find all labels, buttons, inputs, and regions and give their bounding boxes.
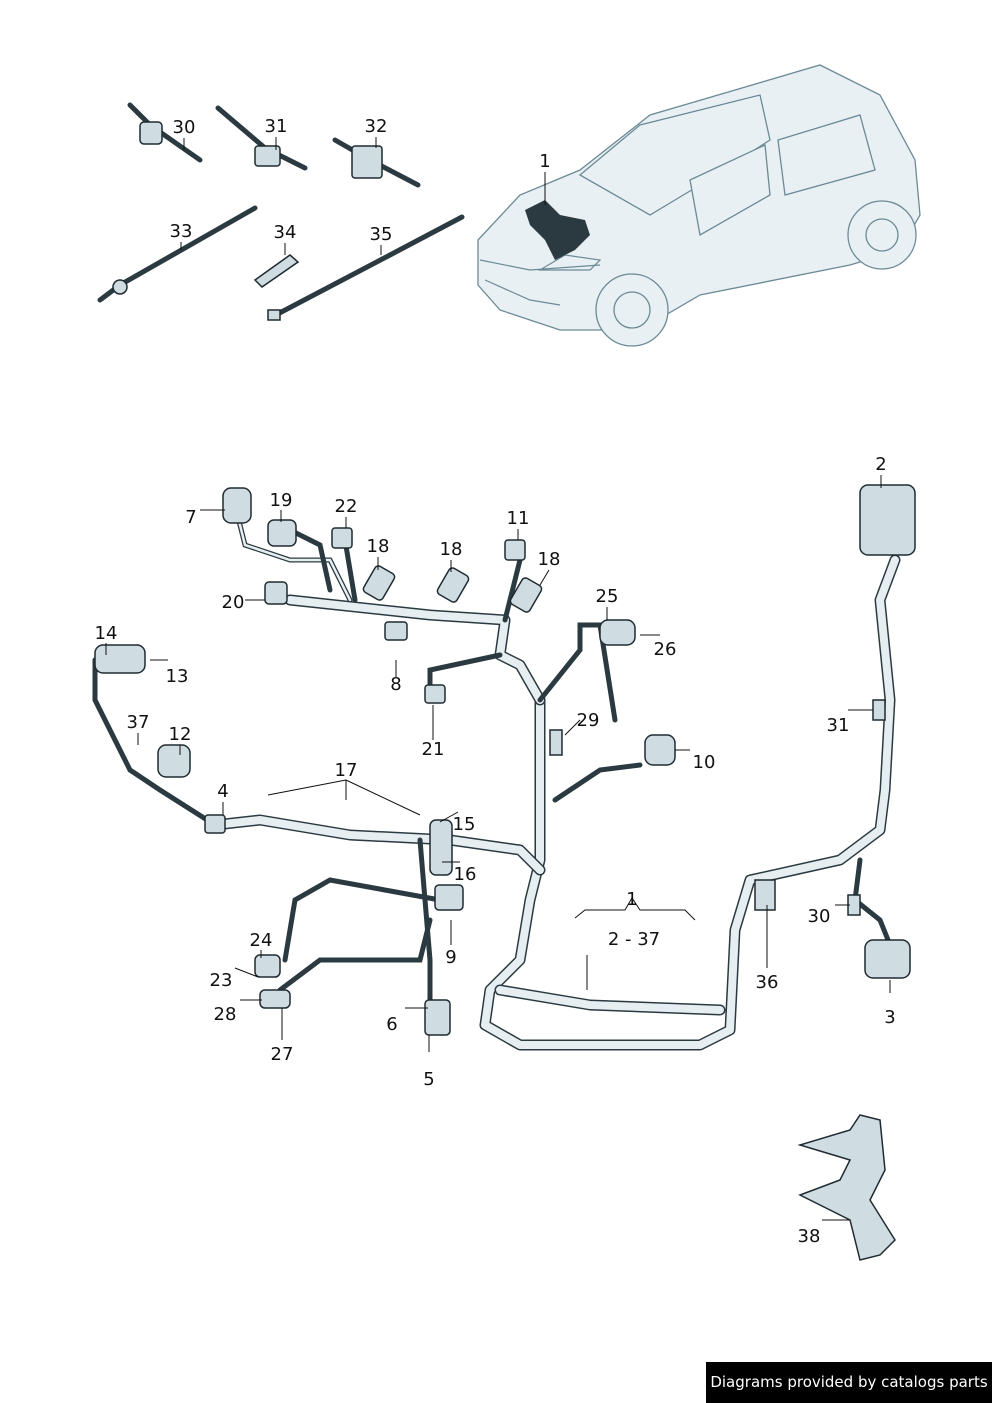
callout-10: 10 (693, 752, 716, 773)
callout-18: 18 (538, 549, 561, 570)
callout-21: 21 (422, 739, 445, 760)
callout-15: 15 (453, 814, 476, 835)
callout-3: 3 (884, 1007, 895, 1028)
callout-33: 33 (170, 221, 193, 242)
attribution-footer: Diagrams provided by catalogs parts (706, 1362, 992, 1403)
callout-labels: 30 31 32 1 33 34 35 2 7 19 22 18 18 11 1… (95, 116, 896, 1247)
callout-30: 30 (173, 117, 196, 138)
bracket-38 (797, 1114, 896, 1261)
callout-8: 8 (390, 674, 401, 695)
callout-14: 14 (95, 623, 118, 644)
callout-9: 9 (445, 947, 456, 968)
callout-20: 20 (222, 592, 245, 613)
callout-26: 26 (654, 639, 677, 660)
callout-5: 5 (423, 1069, 434, 1090)
callout-27: 27 (271, 1044, 294, 1065)
callout-29: 29 (577, 710, 600, 731)
callout-16: 16 (454, 864, 477, 885)
callout-12: 12 (169, 724, 192, 745)
callout-23: 23 (210, 970, 233, 991)
callout-31: 31 (265, 116, 288, 137)
callout-36: 36 (756, 972, 779, 993)
callout-range-2-37: 2 - 37 (608, 929, 660, 950)
callout-1-harness: 1 (626, 889, 637, 910)
wiring-harness (92, 484, 916, 1051)
callout-22: 22 (335, 496, 358, 517)
callout-25: 25 (596, 586, 619, 607)
callout-38: 38 (798, 1226, 821, 1247)
callout-1: 1 (539, 151, 550, 172)
callout-4: 4 (217, 781, 228, 802)
callout-34: 34 (274, 222, 297, 243)
callout-37: 37 (127, 712, 150, 733)
callout-31: 31 (827, 715, 850, 736)
callout-28: 28 (214, 1004, 237, 1025)
callout-19: 19 (270, 490, 293, 511)
callout-18: 18 (440, 539, 463, 560)
callout-30: 30 (808, 906, 831, 927)
callout-24: 24 (250, 930, 273, 951)
callout-13: 13 (166, 666, 189, 687)
callout-32: 32 (365, 116, 388, 137)
callout-6: 6 (386, 1014, 397, 1035)
callout-18: 18 (367, 536, 390, 557)
callout-2: 2 (875, 454, 886, 475)
callout-7: 7 (185, 507, 196, 528)
leader-lines (105, 137, 891, 1221)
callout-35: 35 (370, 224, 393, 245)
callout-17: 17 (335, 760, 358, 781)
callout-11: 11 (507, 508, 530, 529)
car-illustration (477, 64, 921, 347)
small-parts (97, 102, 465, 321)
